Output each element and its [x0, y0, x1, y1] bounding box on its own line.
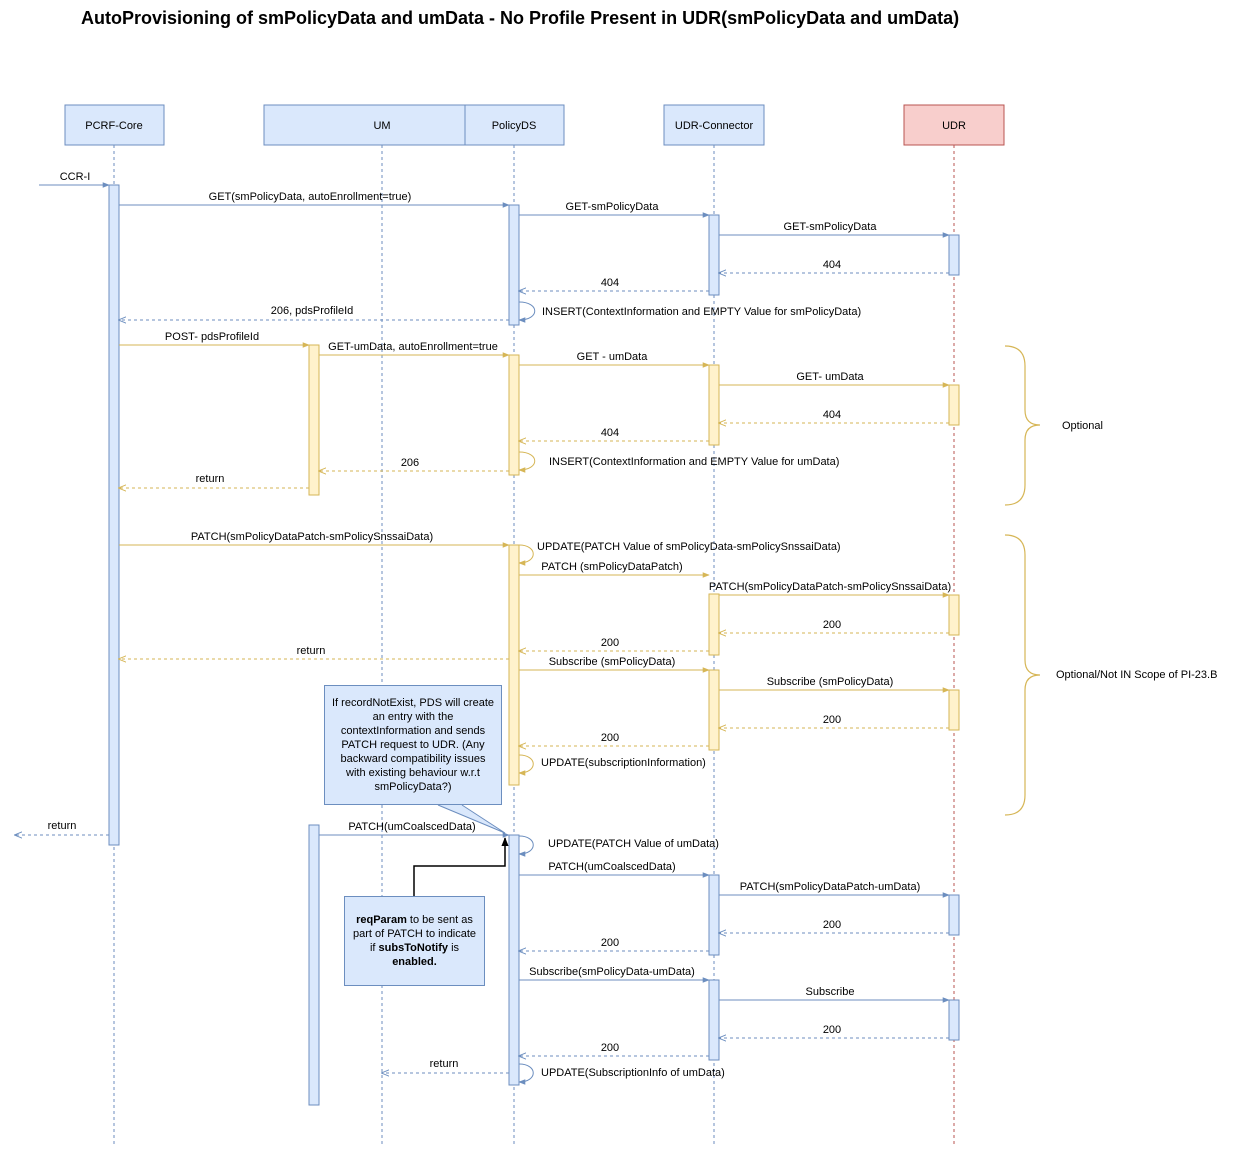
msg-return-pds-pcrf-label: return [297, 645, 326, 657]
msg-subscribe-conn-udr-label: Subscribe [806, 986, 855, 998]
msg-ret-200-udr-4-label: 200 [823, 1024, 841, 1036]
participant-udr-connector-label: UDR-Connector [675, 120, 754, 132]
msg-patch-um-pds-conn-label: PATCH(umCoalscedData) [548, 861, 675, 873]
msg-return-pds-um-label: return [430, 1058, 459, 1070]
self-update-patch-um [518, 835, 534, 857]
activation-conn-3 [708, 593, 720, 656]
activation-udr-4 [948, 689, 960, 731]
msg-get-um-autoenroll-label: GET-umData, autoEnrollment=true [328, 341, 498, 353]
brace-optional-not-in-scope [1004, 534, 1041, 816]
activation-udr-3 [948, 594, 960, 636]
activation-conn-1 [708, 214, 720, 296]
participant-udr: UDR [903, 104, 1005, 146]
msg-patch-sm-conn-udr-label: PATCH(smPolicyDataPatch-smPolicySnssaiDa… [709, 581, 951, 593]
msg-get-sm-autoenroll-label: GET(smPolicyData, autoEnrollment=true) [209, 191, 412, 203]
msg-ret-200-conn-3-label: 200 [601, 937, 619, 949]
msg-ret-200-conn-4-label: 200 [601, 1042, 619, 1054]
self-update-patch-sm [518, 544, 534, 566]
self-insert-um [518, 451, 536, 473]
self-update-patch-um-label: UPDATE(PATCH Value of umData) [548, 838, 719, 850]
msg-get-um-conn-udr-label: GET- umData [796, 371, 864, 383]
participant-pcrf-core: PCRF-Core [64, 104, 165, 146]
self-update-patch-sm-label: UPDATE(PATCH Value of smPolicyData-smPol… [537, 541, 841, 553]
msg-patch-um-coalsced-label: PATCH(umCoalscedData) [348, 821, 475, 833]
participant-udr-label: UDR [942, 120, 966, 132]
msg-get-sm-conn-udr-label: GET-smPolicyData [784, 221, 878, 233]
activation-pds-4 [508, 834, 520, 1086]
activation-pds-2 [508, 354, 520, 476]
msg-ret-200-conn-1-label: 200 [601, 637, 619, 649]
activation-conn-6 [708, 979, 720, 1061]
msg-ret-404-conn-2-label: 404 [601, 427, 619, 439]
note-req-param-bold-reqparam: reqParam [356, 914, 407, 926]
activation-conn-4 [708, 669, 720, 751]
self-insert-sm-label: INSERT(ContextInformation and EMPTY Valu… [542, 306, 861, 318]
msg-ret-200-conn-2-label: 200 [601, 732, 619, 744]
participant-um: UM [263, 104, 466, 146]
activation-um-2 [308, 824, 320, 1106]
msg-ret-200-udr-1-label: 200 [823, 619, 841, 631]
msg-ret-200-udr-3-label: 200 [823, 919, 841, 931]
diagram-title: AutoProvisioning of smPolicyData and umD… [81, 8, 960, 28]
msg-patch-sm-snssai-label: PATCH(smPolicyDataPatch-smPolicySnssaiDa… [191, 531, 433, 543]
participant-policy-ds: PolicyDS [464, 104, 565, 146]
note-req-param-bold-enabled: enabled. [392, 956, 437, 968]
activation-um-1 [308, 344, 320, 496]
msg-patch-sm-pds-conn-label: PATCH (smPolicyDataPatch) [541, 561, 682, 573]
brace-optional-not-in-scope-label: Optional/Not IN Scope of PI-23.B [1056, 669, 1217, 681]
self-update-subscription-um [518, 1063, 534, 1085]
msg-ret-404-udr-1-label: 404 [823, 259, 841, 271]
activation-pds-3 [508, 544, 520, 786]
participant-policy-ds-label: PolicyDS [492, 120, 537, 132]
activation-pds-1 [508, 204, 520, 326]
msg-patch-sm-um-conn-udr-label: PATCH(smPolicyDataPatch-umData) [740, 881, 921, 893]
self-update-subscription [518, 754, 534, 776]
msg-post-pds-profile-label: POST- pdsProfileId [165, 331, 259, 343]
note2-connector [413, 837, 509, 896]
brace-optional [1004, 345, 1041, 506]
msg-return-pcrf-out-label: return [48, 820, 77, 832]
activation-conn-2 [708, 364, 720, 446]
participant-pcrf-core-label: PCRF-Core [85, 120, 142, 132]
activation-udr-6 [948, 999, 960, 1041]
msg-ccr-i-label: CCR-I [60, 171, 91, 183]
note-req-param-text-2: is [448, 942, 460, 954]
note-record-not-exist: If recordNotExist, PDS will create an en… [324, 685, 502, 805]
self-insert-um-label: INSERT(ContextInformation and EMPTY Valu… [549, 456, 839, 468]
activation-conn-5 [708, 874, 720, 956]
msg-ret-200-udr-2-label: 200 [823, 714, 841, 726]
msg-ret-206-um-label: 206 [401, 457, 419, 469]
activation-udr-2 [948, 384, 960, 426]
activation-udr-1 [948, 234, 960, 276]
msg-get-sm-pds-conn-label: GET-smPolicyData [566, 201, 660, 213]
brace-optional-label: Optional [1062, 420, 1103, 432]
note-req-param-text: reqParam to be sent as part of PATCH to … [351, 913, 478, 969]
msg-return-um-pcrf-label: return [196, 473, 225, 485]
activation-pcrf-core [108, 184, 120, 846]
msg-subscribe-sm-pds-conn-label: Subscribe (smPolicyData) [549, 656, 676, 668]
note-req-param: reqParam to be sent as part of PATCH to … [344, 896, 485, 986]
msg-subscribe-sm-conn-udr-label: Subscribe (smPolicyData) [767, 676, 894, 688]
self-insert-sm [518, 301, 536, 323]
note-req-param-bold-substonotify: subsToNotify [378, 942, 449, 954]
self-update-subscription-um-label: UPDATE(SubscriptionInfo of umData) [541, 1067, 725, 1079]
msg-ret-206-pds-label: 206, pdsProfileId [271, 305, 354, 317]
self-update-subscription-label: UPDATE(subscriptionInformation) [541, 757, 706, 769]
participant-um-label: UM [373, 120, 390, 132]
note1-callout [437, 804, 506, 834]
msg-get-um-pds-conn-label: GET - umData [577, 351, 649, 363]
note-record-not-exist-text: If recordNotExist, PDS will create an en… [332, 697, 494, 793]
participant-udr-connector: UDR-Connector [663, 104, 765, 146]
msg-ret-404-conn-1-label: 404 [601, 277, 619, 289]
activation-udr-5 [948, 894, 960, 936]
note-req-param-text-1: to be sent as part of PATCH to indicate … [352, 914, 477, 954]
msg-subscribe-um-pds-conn-label: Subscribe(smPolicyData-umData) [529, 966, 695, 978]
msg-ret-404-udr-2-label: 404 [823, 409, 841, 421]
